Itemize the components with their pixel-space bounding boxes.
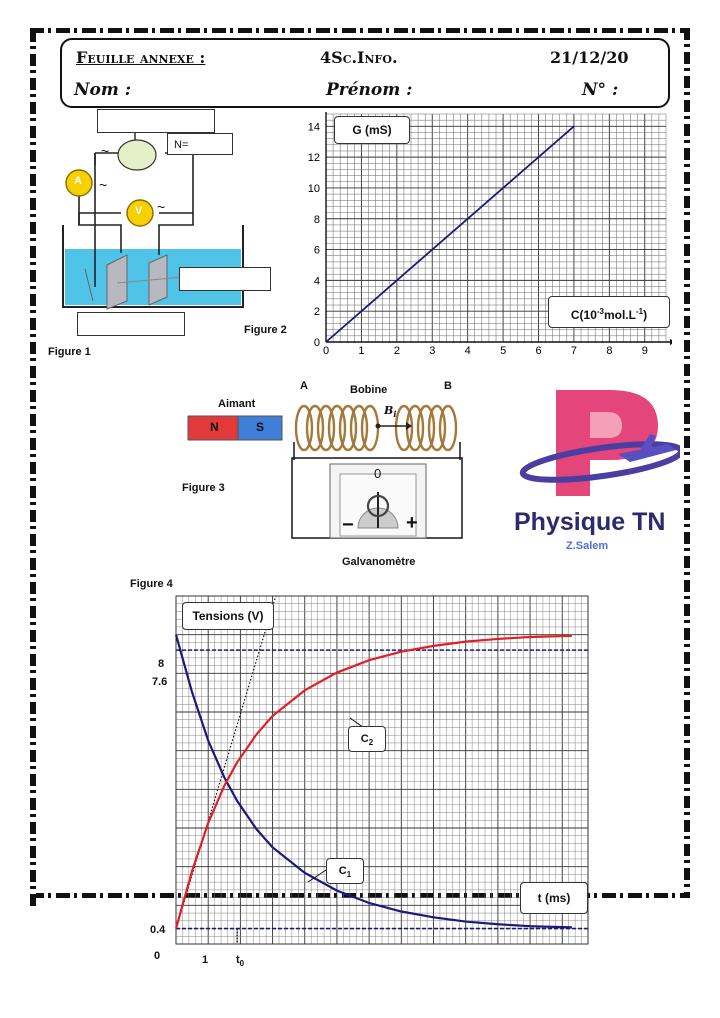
- origin-label: 0: [154, 950, 161, 962]
- figure2-x-tick-label: 4: [465, 345, 471, 357]
- figure2-x-tick-label: 9: [642, 345, 648, 357]
- y-tick-8: 8: [158, 658, 165, 670]
- logo-author: Z.Salem: [566, 540, 609, 552]
- magnet-north: N: [210, 420, 219, 434]
- figure2-y-tick-label: 12: [308, 152, 320, 164]
- figure2-caption: Figure 2: [244, 324, 287, 336]
- page-border-left: [30, 30, 36, 910]
- figure2-x-tick-label: 0: [323, 345, 329, 357]
- x-tick-1: 1: [202, 954, 209, 966]
- page-border-bottom: [30, 893, 690, 898]
- figure2-y-tick-label: 10: [308, 183, 320, 195]
- voltmeter-icon: V: [135, 205, 143, 217]
- class-label: 4Sc.Info.: [320, 48, 398, 67]
- date-label: 21/12/20: [550, 48, 629, 67]
- magnet-label: Aimant: [218, 398, 256, 410]
- coil-label: Bobine: [350, 384, 388, 396]
- galvanometer-minus: −: [342, 514, 354, 536]
- coil-end-b: B: [444, 380, 452, 392]
- figure2-x-tick-label: 5: [500, 345, 506, 357]
- figure2-y-tick-label: 0: [314, 337, 320, 349]
- figure2-x-tick-label: 3: [429, 345, 435, 357]
- figure2-ylabel: G (mS): [334, 116, 410, 144]
- figure2-y-tick-label: 2: [314, 306, 320, 318]
- figure2-y-tick-label: 8: [314, 214, 320, 226]
- y-tick-0-4: 0.4: [150, 924, 166, 936]
- figure2-x-tick-label: 2: [394, 345, 400, 357]
- curve-c1-label: C1: [326, 858, 364, 884]
- figure2-x-tick-label: 8: [606, 345, 612, 357]
- figure3-caption: Figure 3: [182, 482, 225, 494]
- galvanometer-zero: 0: [374, 466, 382, 481]
- figure4-curve-c2: [174, 634, 572, 929]
- figure1-caption: Figure 1: [48, 346, 91, 358]
- sheet-title: Feuille annexe :: [76, 48, 206, 67]
- logo-title: Physique TN: [514, 508, 666, 536]
- ac-symbol-ammeter: ~: [99, 177, 108, 193]
- c1-pointer: [307, 869, 327, 883]
- figure2-line: [325, 125, 575, 343]
- coil-end-a: A: [300, 380, 308, 392]
- y-tick-7-6: 7.6: [152, 676, 168, 688]
- figure1-diagram: N= A V ~ ~ ~: [55, 105, 295, 336]
- figure4-ylabel: Tensions (V): [182, 602, 274, 630]
- header-box: Feuille annexe : 4Sc.Info. 21/12/20 Nom …: [60, 38, 670, 108]
- figure2-y-tick-label: 6: [314, 245, 320, 257]
- galvanometer-plus: +: [406, 512, 418, 534]
- x-tick-t0: t0: [236, 954, 245, 969]
- figure4-caption: Figure 4: [130, 578, 173, 590]
- figure2-y-tick-label: 4: [314, 275, 320, 287]
- numero-field: N° :: [582, 80, 619, 100]
- figure4-xlabel: t (ms): [520, 882, 588, 914]
- nom-field: Nom :: [74, 80, 132, 100]
- page-border-right: [684, 28, 690, 894]
- figure2-x-arrow: [670, 339, 676, 345]
- frequency-n-box: N=: [167, 133, 233, 155]
- galvanometer-label: Galvanomètre: [342, 556, 416, 568]
- induced-field-label: Bi: [384, 404, 397, 420]
- page-border-top: [30, 28, 690, 33]
- figure2-x-tick-label: 7: [571, 345, 577, 357]
- curve-c2-label: C2: [348, 726, 386, 752]
- prenom-field: Prénom :: [326, 80, 413, 100]
- ac-symbol-voltmeter: ~: [157, 199, 166, 215]
- physique-tn-logo: Physique TN Z.Salem: [510, 384, 685, 574]
- figure4-chart: Tensions (V) t (ms) C2 C1 8 7.6 0.4 0 1 …: [140, 592, 600, 972]
- figure2-y-tick-label: 14: [308, 121, 320, 133]
- magnet-south: S: [256, 420, 265, 434]
- figure2-x-tick-label: 6: [536, 345, 542, 357]
- figure2-x-tick-label: 1: [358, 345, 364, 357]
- solution-label-box: [77, 312, 185, 336]
- generator-label-box: [97, 109, 215, 133]
- electrode-label-box: [179, 267, 271, 291]
- figure2-xlabel: C(10-3mol.L-1): [548, 296, 670, 328]
- figure3-diagram: Aimant N S Bobine A B Bi 0 − + Galvanomè…: [180, 380, 480, 580]
- figure4-frame: [175, 595, 589, 945]
- ammeter-icon: A: [74, 175, 82, 187]
- ac-symbol-generator: ~: [101, 143, 110, 159]
- figure4-curve-c1: [174, 634, 572, 929]
